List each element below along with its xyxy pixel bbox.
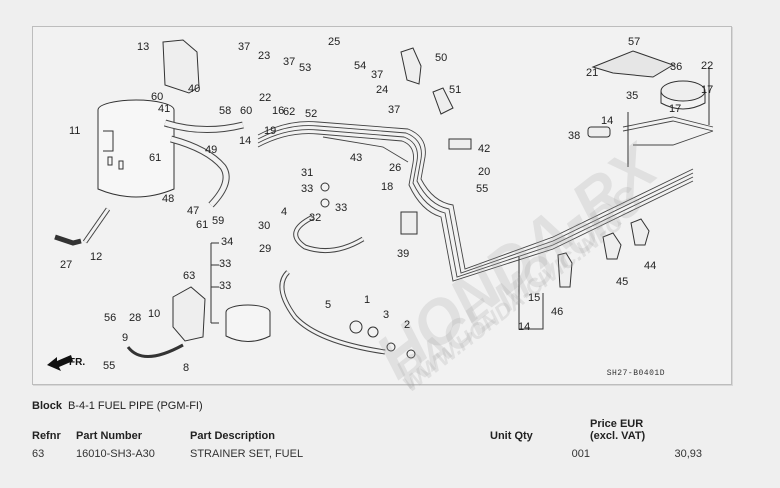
callout-40[interactable]: 40 <box>188 83 201 95</box>
canister-part <box>97 99 175 198</box>
col-part-number: Part Number <box>76 430 143 442</box>
callout-38[interactable]: 38 <box>568 130 581 142</box>
callout-24[interactable]: 24 <box>376 84 389 96</box>
callout-60[interactable]: 60 <box>151 91 164 103</box>
callout-25[interactable]: 25 <box>328 36 341 48</box>
callout-44[interactable]: 44 <box>644 260 657 272</box>
callout-9[interactable]: 9 <box>122 332 129 344</box>
callout-29[interactable]: 29 <box>259 243 272 255</box>
callout-62[interactable]: 62 <box>283 106 296 118</box>
cell-refnr: 63 <box>32 448 45 460</box>
callout-37[interactable]: 37 <box>388 104 401 116</box>
price-header-line1: Price EUR <box>590 418 644 430</box>
callout-27[interactable]: 27 <box>60 259 73 271</box>
callout-61[interactable]: 61 <box>196 219 209 231</box>
callout-26[interactable]: 26 <box>389 162 402 174</box>
callout-37[interactable]: 37 <box>238 41 251 53</box>
callout-39[interactable]: 39 <box>397 248 410 260</box>
callout-22[interactable]: 22 <box>701 60 714 72</box>
callout-55[interactable]: 55 <box>103 360 116 372</box>
cell-unit-qty: 001 <box>571 448 590 460</box>
callout-52[interactable]: 52 <box>305 108 318 120</box>
col-part-description: Part Description <box>190 430 275 442</box>
cell-part-description: STRAINER SET, FUEL <box>190 448 304 460</box>
block-title: B-4-1 FUEL PIPE (PGM-FI) <box>67 400 203 412</box>
price-header-line2: (excl. VAT) <box>590 430 646 442</box>
callout-35[interactable]: 35 <box>626 90 639 102</box>
callout-1[interactable]: 1 <box>364 294 371 306</box>
callout-55[interactable]: 55 <box>476 183 489 195</box>
table-header-row: Refnr Part Number Part Description Unit … <box>32 418 702 446</box>
callout-23[interactable]: 23 <box>258 50 271 62</box>
callout-37[interactable]: 37 <box>371 69 384 81</box>
cell-price: 30,93 <box>674 448 702 460</box>
diagram-drawing <box>47 39 714 371</box>
callout-50[interactable]: 50 <box>435 52 448 64</box>
callout-15[interactable]: 15 <box>528 292 541 304</box>
callout-48[interactable]: 48 <box>162 193 175 205</box>
callout-2[interactable]: 2 <box>404 319 411 331</box>
callout-17[interactable]: 17 <box>669 103 682 115</box>
callout-33[interactable]: 33 <box>219 280 232 292</box>
callout-21[interactable]: 21 <box>586 67 599 79</box>
callout-14[interactable]: 14 <box>239 135 252 147</box>
parts-diagram: HONDA-RX RACE MOTORS WWW.HONDA-CIVIC.INF… <box>32 26 732 397</box>
callout-37[interactable]: 37 <box>283 56 296 68</box>
col-price: Price EUR (excl. VAT) <box>590 418 702 446</box>
callout-47[interactable]: 47 <box>187 205 200 217</box>
callout-42[interactable]: 42 <box>478 143 491 155</box>
callout-33[interactable]: 33 <box>335 202 348 214</box>
callout-57[interactable]: 57 <box>628 36 641 48</box>
diagram-code: SH27-B0401D <box>606 369 665 378</box>
front-arrow-icon <box>47 355 73 371</box>
callout-33[interactable]: 33 <box>301 183 314 195</box>
callout-33[interactable]: 33 <box>219 258 232 270</box>
callout-53[interactable]: 53 <box>299 62 312 74</box>
callout-56[interactable]: 56 <box>104 312 117 324</box>
callout-54[interactable]: 54 <box>354 60 367 72</box>
callout-30[interactable]: 30 <box>258 220 271 232</box>
callout-36[interactable]: 36 <box>670 61 683 73</box>
callout-4[interactable]: 4 <box>281 206 288 218</box>
callout-13[interactable]: 13 <box>137 41 150 53</box>
callout-11[interactable]: 11 <box>69 125 81 137</box>
col-unit-qty: Unit Qty <box>490 430 533 442</box>
callout-32[interactable]: 32 <box>309 212 322 224</box>
callout-43[interactable]: 43 <box>350 152 363 164</box>
parts-table: Refnr Part Number Part Description Unit … <box>32 418 702 462</box>
callout-28[interactable]: 28 <box>129 312 142 324</box>
callout-45[interactable]: 45 <box>616 276 629 288</box>
callout-16[interactable]: 16 <box>272 105 285 117</box>
table-row[interactable]: 63 16010-SH3-A30 STRAINER SET, FUEL 001 … <box>32 446 702 462</box>
callout-46[interactable]: 46 <box>551 306 564 318</box>
col-refnr: Refnr <box>32 430 61 442</box>
block-label: Block <box>32 400 62 412</box>
cell-part-number: 16010-SH3-A30 <box>76 448 155 460</box>
callout-8[interactable]: 8 <box>183 362 190 374</box>
callout-60[interactable]: 60 <box>240 105 253 117</box>
callout-31[interactable]: 31 <box>301 167 314 179</box>
callout-12[interactable]: 12 <box>90 251 103 263</box>
front-label: FR. <box>69 357 86 368</box>
callout-10[interactable]: 10 <box>148 308 161 320</box>
callout-51[interactable]: 51 <box>449 84 462 96</box>
callout-58[interactable]: 58 <box>219 105 232 117</box>
callout-5[interactable]: 5 <box>325 299 332 311</box>
callout-14[interactable]: 14 <box>518 321 531 333</box>
callout-61[interactable]: 61 <box>149 152 162 164</box>
callout-3[interactable]: 3 <box>383 309 390 321</box>
callout-41[interactable]: 41 <box>158 103 171 115</box>
callout-14[interactable]: 14 <box>601 115 614 127</box>
callout-34[interactable]: 34 <box>221 236 234 248</box>
callout-49[interactable]: 49 <box>205 144 218 156</box>
callout-22[interactable]: 22 <box>259 92 272 104</box>
callout-20[interactable]: 20 <box>478 166 491 178</box>
callout-18[interactable]: 18 <box>381 181 394 193</box>
callout-17[interactable]: 17 <box>701 84 714 96</box>
callout-59[interactable]: 59 <box>212 215 225 227</box>
callout-19[interactable]: 19 <box>264 125 277 137</box>
block-heading: Block B-4-1 FUEL PIPE (PGM-FI) <box>32 400 203 412</box>
callout-63[interactable]: 63 <box>183 270 196 282</box>
